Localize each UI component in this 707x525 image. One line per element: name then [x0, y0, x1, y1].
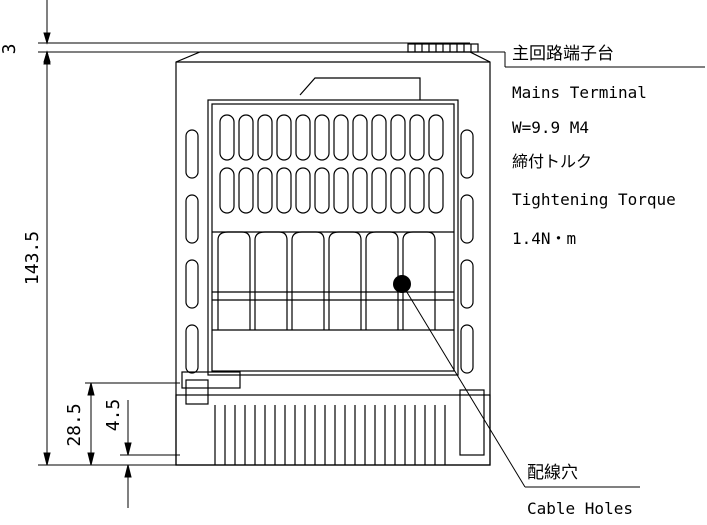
terminal-name-en: Mains Terminal	[512, 83, 647, 102]
dim-small-offset: 4.5	[103, 399, 124, 432]
torque-label-en: Tightening Torque	[512, 190, 676, 209]
torque-value: 1.4N・m	[512, 229, 576, 248]
device-body	[175, 43, 491, 466]
leader-lines	[200, 51, 705, 488]
dim-height: 143.5	[22, 231, 43, 285]
dim-lower-offset: 28.5	[64, 403, 85, 446]
terminal-title: 主回路端子台	[512, 44, 614, 64]
torque-label-jp: 締付トルク	[512, 152, 592, 171]
dimension-lines	[38, 0, 470, 508]
cable-hole-title: 配線穴	[527, 463, 578, 483]
cable-hole-name-en: Cable Holes	[527, 499, 633, 518]
terminal-spec: W=9.9 M4	[512, 118, 589, 137]
dim-top-offset: 3	[0, 44, 20, 55]
